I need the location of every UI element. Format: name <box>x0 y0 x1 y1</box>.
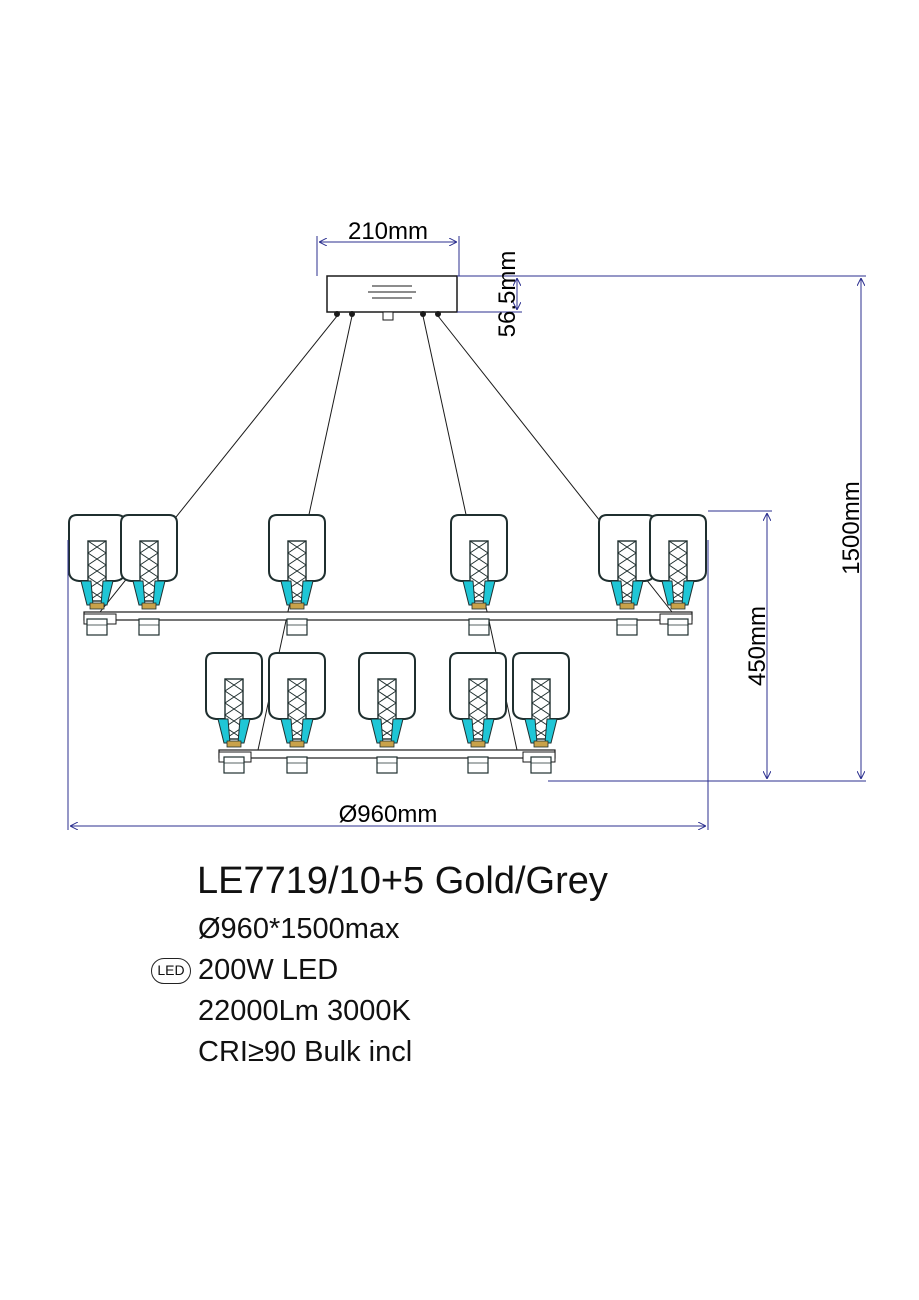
dimension-canopy-height <box>457 275 866 313</box>
dimension-total-height <box>548 278 866 782</box>
ceiling-canopy <box>326 275 458 321</box>
spec-flux: 22000Lm 3000K <box>198 995 411 1027</box>
dimension-diameter <box>67 540 709 830</box>
spec-power: 200W LED <box>198 954 339 986</box>
upper-ring <box>83 611 693 625</box>
led-badge-icon: LED <box>151 958 191 984</box>
canopy-height-label: 56.5mm <box>494 251 521 338</box>
lower-height-label: 450mm <box>744 606 771 686</box>
spec-size: Ø960*1500max <box>198 913 400 945</box>
model-title: LE7719/10+5 Gold/Grey <box>197 860 608 902</box>
canopy-width-label: 210mm <box>348 218 428 245</box>
total-height-label: 1500mm <box>838 481 865 574</box>
dimension-lower-height <box>708 510 772 779</box>
dimension-canopy-width <box>316 236 460 276</box>
diameter-label: Ø960mm <box>339 801 438 828</box>
spec-cri: CRI≥90 Bulk incl <box>198 1036 413 1068</box>
